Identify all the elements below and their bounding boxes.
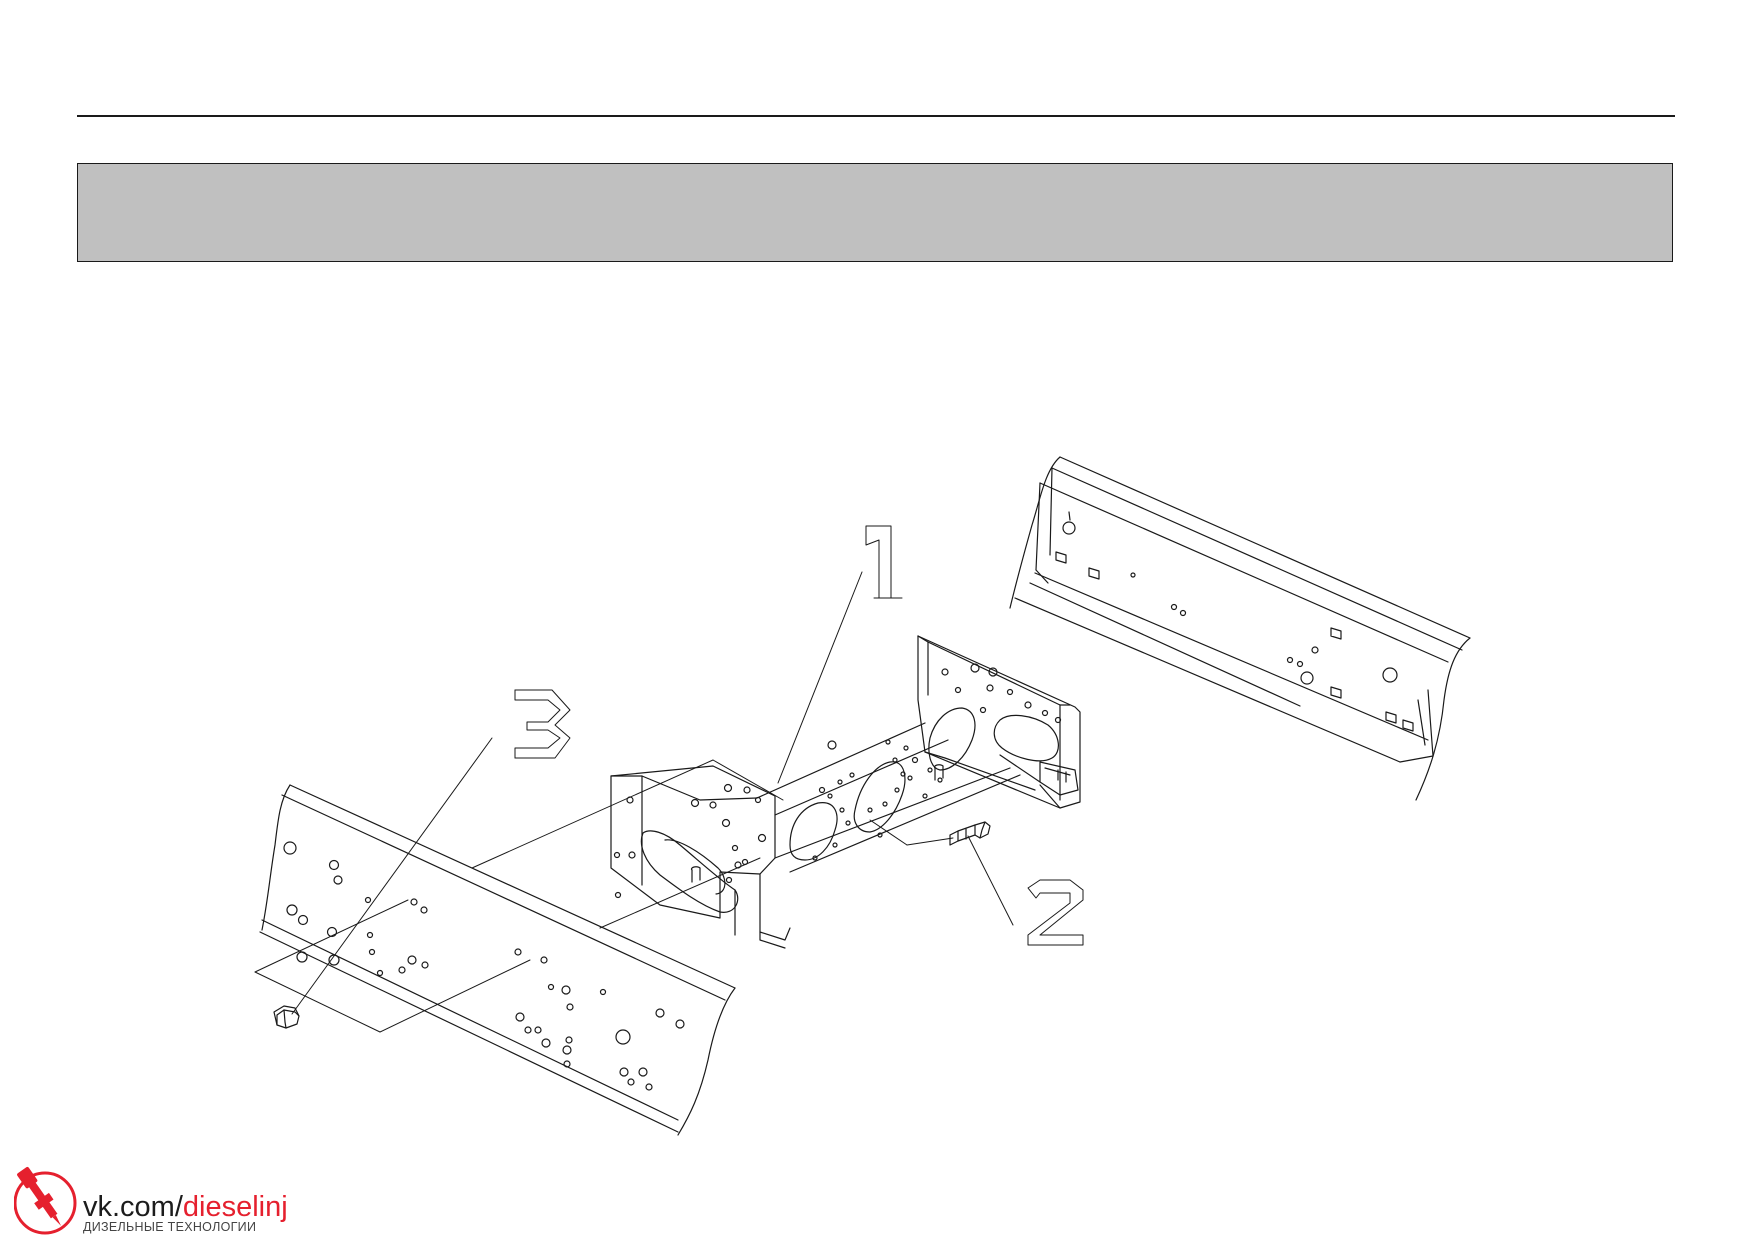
watermark-handle: dieselinj [182,1191,288,1223]
crossmember-part-1 [610,635,1081,949]
bolt-part-2 [949,821,991,846]
title-band [77,163,1673,262]
callout-3 [514,689,571,759]
header-rule [77,115,1675,117]
watermark-domain: vk.com/ [83,1191,183,1223]
callout-numerals [514,525,1084,946]
callout-1 [865,525,903,599]
right-frame-rail [1009,456,1471,801]
watermark-text: vk.com/dieselinj ДИЗЕЛЬНЫЕ ТЕХНОЛОГИИ [83,1192,288,1234]
watermark-subtitle: ДИЗЕЛЬНЫЕ ТЕХНОЛОГИИ [83,1220,257,1234]
assembly-lines [254,571,1014,1033]
injector-logo-icon [14,1167,77,1235]
nut-part-3 [273,1005,300,1029]
callout-2 [1027,879,1084,946]
left-frame-rail [259,784,736,1136]
